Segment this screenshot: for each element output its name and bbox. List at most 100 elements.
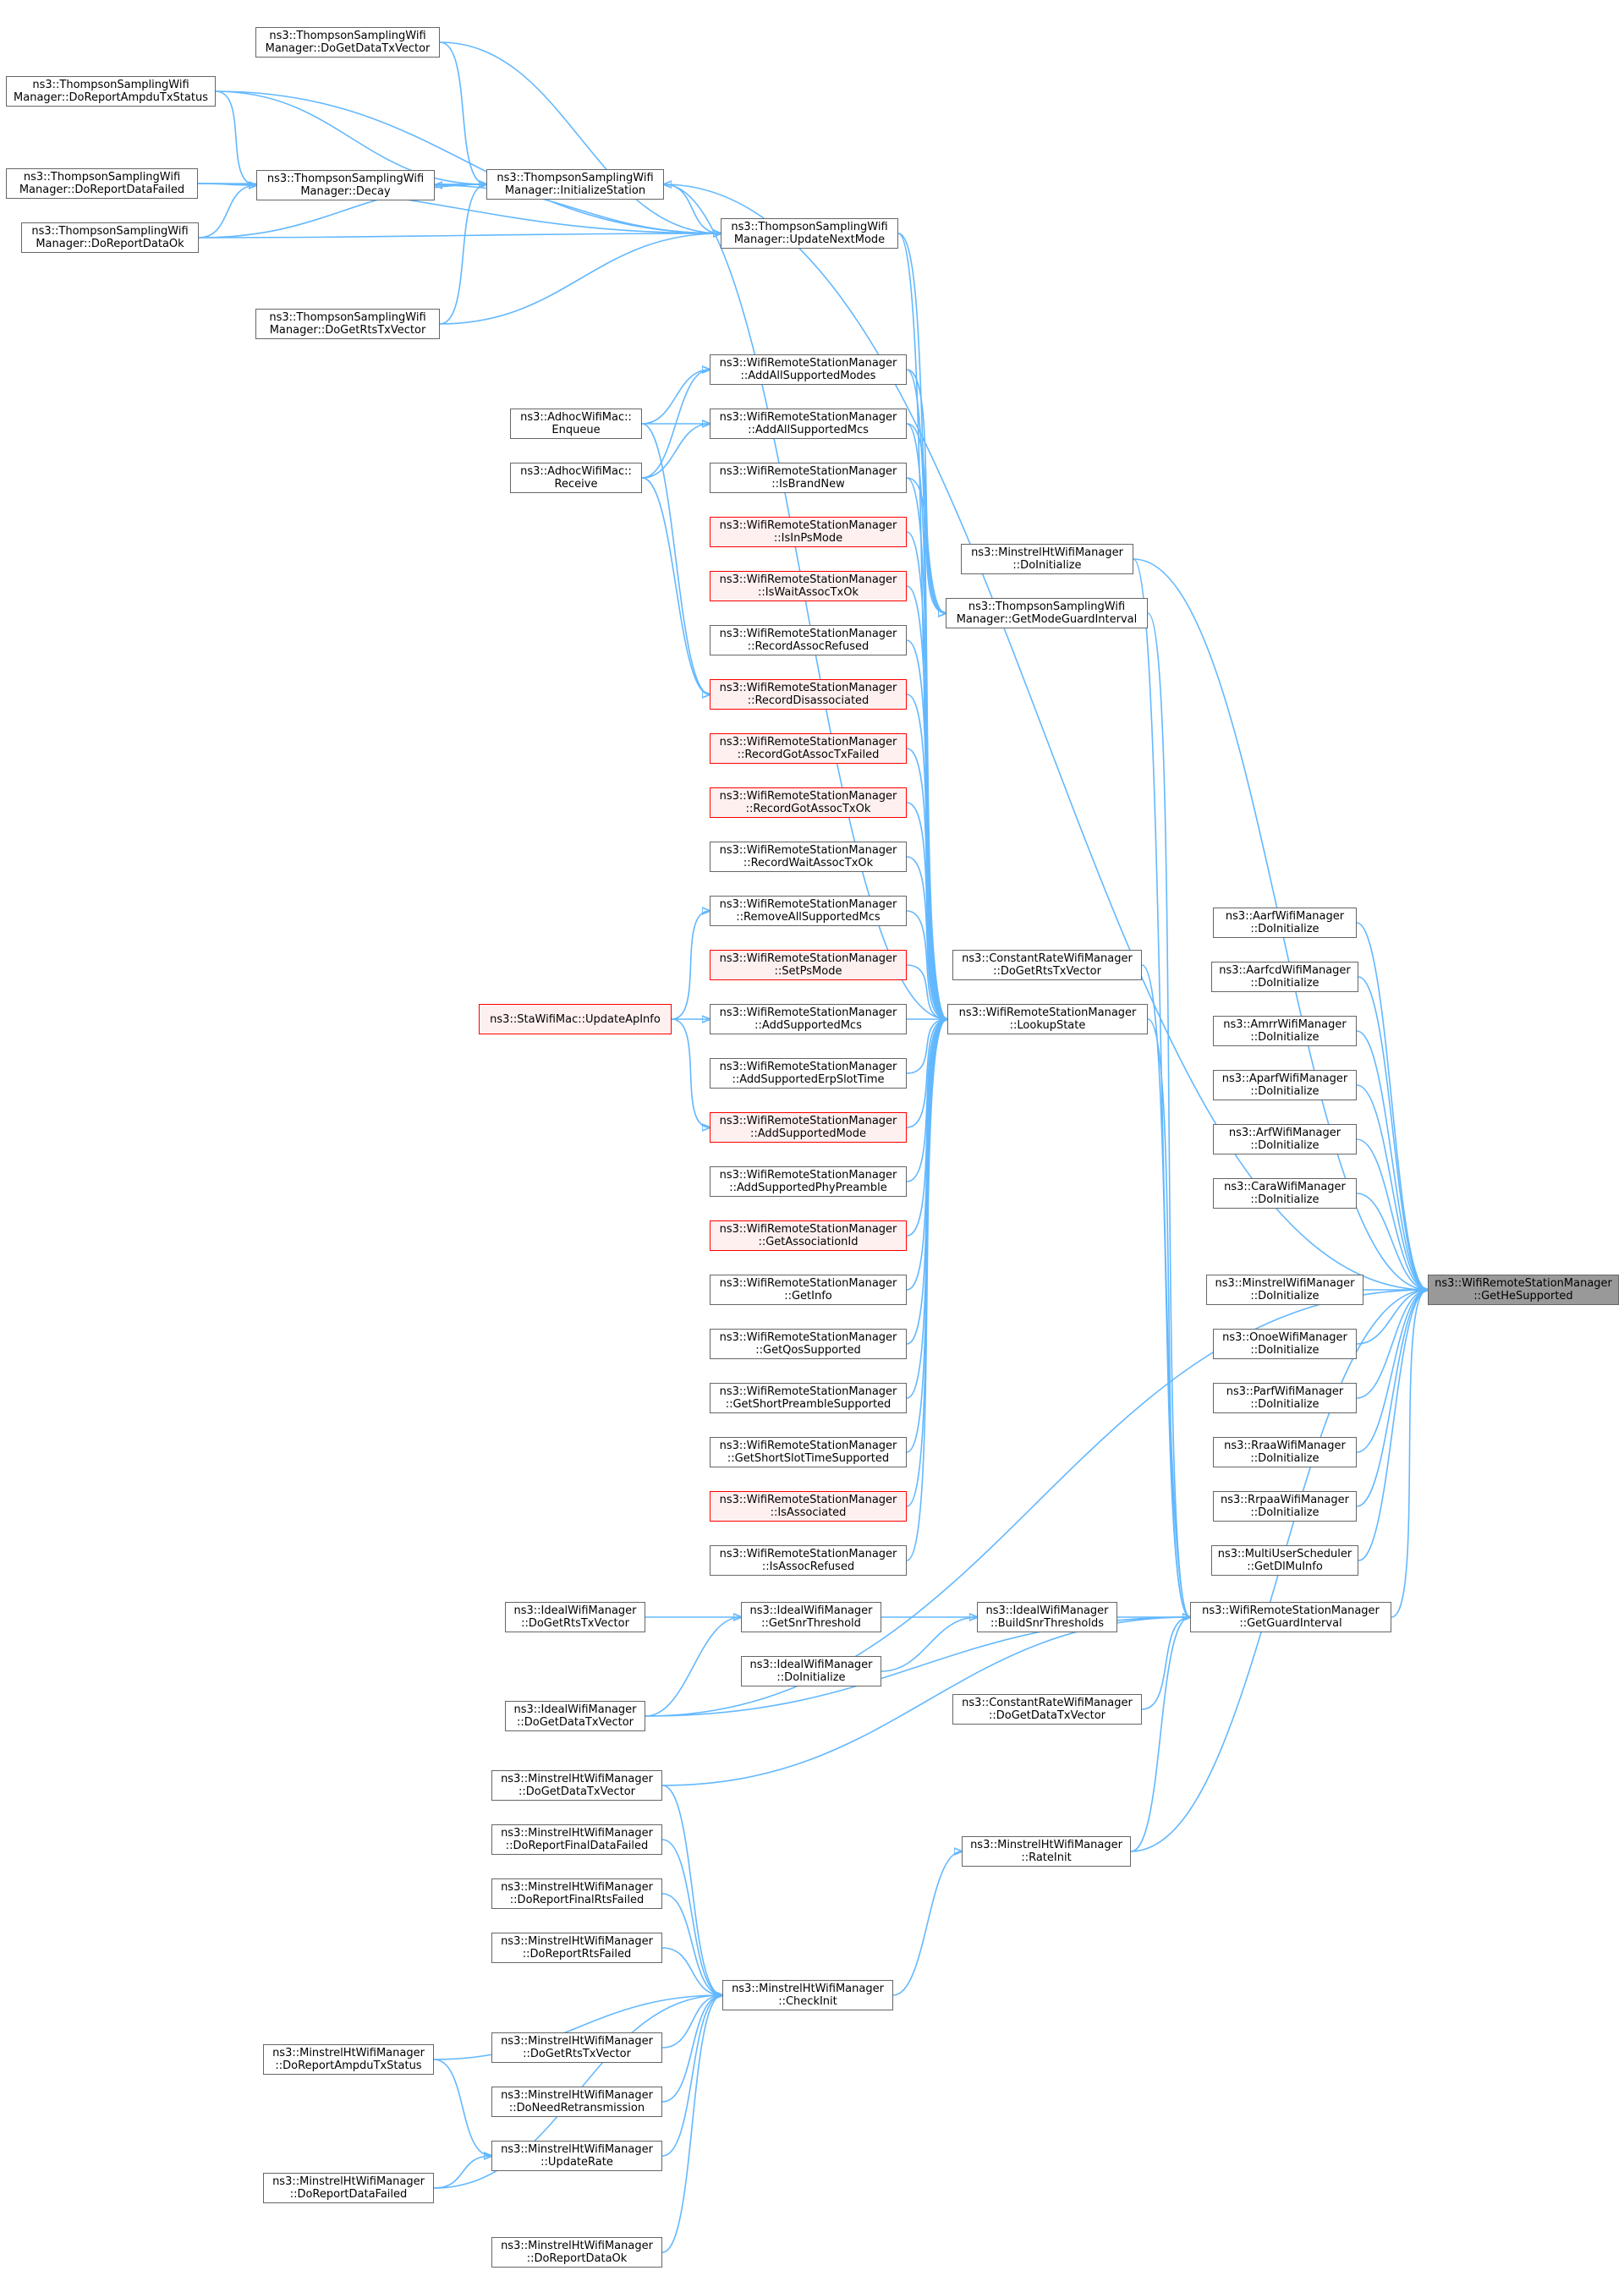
node-rrpaa-init[interactable]: ns3::RrpaaWifiManager::DoInitialize (1213, 1491, 1357, 1522)
node-label-line2: ::DoReportFinalRtsFailed (509, 1894, 645, 1906)
node-mht-ampdu[interactable]: ns3::MinstrelHtWifiManager::DoReportAmpd… (263, 2044, 434, 2075)
node-label-line1: ns3::WifiRemoteStationManager (719, 1061, 897, 1073)
edge-tsAmpdu-tsUpdate (215, 90, 721, 233)
node-ideal-build[interactable]: ns3::IdealWifiManager::BuildSnrThreshold… (977, 1602, 1117, 1632)
node-add-erp[interactable]: ns3::WifiRemoteStationManager::AddSuppor… (710, 1058, 907, 1089)
node-label-line1: ns3::MinstrelHtWifiManager (501, 2089, 653, 2102)
node-add-all-modes[interactable]: ns3::WifiRemoteStationManager::AddAllSup… (710, 354, 907, 385)
node-aarf-init[interactable]: ns3::AarfWifiManager::DoInitialize (1213, 908, 1357, 938)
node-mht-update[interactable]: ns3::MinstrelHtWifiManager::UpdateRate (491, 2141, 662, 2171)
node-label-line1: ns3::IdealWifiManager (513, 1604, 637, 1617)
node-mht-data-failed[interactable]: ns3::MinstrelHtWifiManager::DoReportData… (263, 2173, 434, 2203)
node-is-wait[interactable]: ns3::WifiRemoteStationManager::IsWaitAss… (710, 571, 907, 601)
node-label-line1: ns3::AdhocWifiMac:: (520, 411, 632, 424)
node-get-assoc-id[interactable]: ns3::WifiRemoteStationManager::GetAssoci… (710, 1220, 907, 1251)
node-label-line1: ns3::ConstantRateWifiManager (962, 1697, 1133, 1709)
node-add-mode[interactable]: ns3::WifiRemoteStationManager::AddSuppor… (710, 1112, 907, 1143)
node-label-line2: ::DoGetDataTxVector (517, 1716, 634, 1729)
node-mht-data[interactable]: ns3::MinstrelHtWifiManager::DoGetDataTxV… (491, 1770, 662, 1801)
node-label-line2: ::GetSnrThreshold (761, 1617, 861, 1630)
node-mht-check[interactable]: ns3::MinstrelHtWifiManager::CheckInit (722, 1980, 893, 2010)
node-mu-dl[interactable]: ns3::MultiUserScheduler::GetDlMuInfo (1211, 1545, 1358, 1576)
node-get-short-slot[interactable]: ns3::WifiRemoteStationManager::GetShortS… (710, 1437, 907, 1467)
node-ideal-rts[interactable]: ns3::IdealWifiManager::DoGetRtsTxVector (505, 1602, 645, 1632)
node-mht-data-ok[interactable]: ns3::MinstrelHtWifiManager::DoReportData… (491, 2237, 662, 2268)
node-mht-rts-failed[interactable]: ns3::MinstrelHtWifiManager::DoReportRtsF… (491, 1933, 662, 1963)
node-arf-init[interactable]: ns3::ArfWifiManager::DoInitialize (1213, 1124, 1357, 1154)
node-label-line2: Manager::UpdateNextMode (733, 233, 886, 246)
node-ideal-init[interactable]: ns3::IdealWifiManager::DoInitialize (741, 1656, 881, 1686)
node-mht-rts[interactable]: ns3::MinstrelHtWifiManager::DoGetRtsTxVe… (491, 2032, 662, 2063)
node-cr-rts[interactable]: ns3::ConstantRateWifiManager::DoGetRtsTx… (952, 950, 1142, 980)
node-rec-failed[interactable]: ns3::WifiRemoteStationManager::RecordGot… (710, 733, 907, 764)
node-label-line2: ::IsInPsMode (773, 532, 843, 545)
node-label-line1: ns3::ThompsonSamplingWifi (269, 311, 426, 324)
node-minstrel-init[interactable]: ns3::MinstrelWifiManager::DoInitialize (1206, 1275, 1363, 1305)
node-label-line1: ns3::WifiRemoteStationManager (719, 1494, 897, 1506)
node-amrr-init[interactable]: ns3::AmrrWifiManager::DoInitialize (1213, 1016, 1357, 1046)
node-rec-refused[interactable]: ns3::WifiRemoteStationManager::RecordAss… (710, 625, 907, 655)
node-add-phy[interactable]: ns3::WifiRemoteStationManager::AddSuppor… (710, 1166, 907, 1197)
node-is-in-ps[interactable]: ns3::WifiRemoteStationManager::IsInPsMod… (710, 517, 907, 547)
node-rec-wait[interactable]: ns3::WifiRemoteStationManager::RecordWai… (710, 842, 907, 872)
node-mht-init[interactable]: ns3::MinstrelHtWifiManager::DoInitialize (961, 544, 1133, 574)
node-mht-retrans[interactable]: ns3::MinstrelHtWifiManager::DoNeedRetran… (491, 2087, 662, 2117)
node-add-all-mcs[interactable]: ns3::WifiRemoteStationManager::AddAllSup… (710, 409, 907, 439)
node-ad-enqueue[interactable]: ns3::AdhocWifiMac::Enqueue (510, 409, 642, 439)
node-label-line2: ::BuildSnrThresholds (990, 1617, 1105, 1630)
node-add-mcs[interactable]: ns3::WifiRemoteStationManager::AddSuppor… (710, 1004, 907, 1034)
edge-mhtRts-mhtCheck (661, 1995, 722, 2048)
node-get-qos[interactable]: ns3::WifiRemoteStationManager::GetQosSup… (710, 1329, 907, 1359)
node-rec-ok[interactable]: ns3::WifiRemoteStationManager::RecordGot… (710, 787, 907, 818)
node-get-guard[interactable]: ns3::WifiRemoteStationManager::GetGuardI… (1190, 1602, 1391, 1632)
node-mht-rate-init[interactable]: ns3::MinstrelHtWifiManager::RateInit (962, 1836, 1131, 1867)
node-label-line2: ::DoInitialize (1250, 1506, 1320, 1519)
edge-tsInit-lookup (663, 184, 947, 1019)
node-rraa-init[interactable]: ns3::RraaWifiManager::DoInitialize (1213, 1437, 1357, 1467)
node-is-assoc[interactable]: ns3::WifiRemoteStationManager::IsAssocia… (710, 1491, 907, 1522)
node-label-line2: ::DoInitialize (776, 1671, 846, 1684)
node-cr-data[interactable]: ns3::ConstantRateWifiManager::DoGetDataT… (952, 1694, 1142, 1725)
node-aarfcd-init[interactable]: ns3::AarfcdWifiManager::DoInitialize (1211, 962, 1358, 992)
node-root[interactable]: ns3::WifiRemoteStationManager::GetHeSupp… (1428, 1275, 1619, 1305)
node-rec-disassoc[interactable]: ns3::WifiRemoteStationManager::RecordDis… (710, 679, 907, 710)
node-is-assoc-ref[interactable]: ns3::WifiRemoteStationManager::IsAssocRe… (710, 1545, 907, 1576)
node-label-line2: Manager::InitializeStation (504, 184, 646, 197)
node-is-brand-new[interactable]: ns3::WifiRemoteStationManager::IsBrandNe… (710, 463, 907, 493)
edge-removeAll-lookup (906, 910, 947, 1019)
node-label-line1: ns3::AarfcdWifiManager (1219, 964, 1351, 977)
node-cara-init[interactable]: ns3::CaraWifiManager::DoInitialize (1213, 1178, 1357, 1209)
node-get-info[interactable]: ns3::WifiRemoteStationManager::GetInfo (710, 1275, 907, 1305)
node-parf-init[interactable]: ns3::ParfWifiManager::DoInitialize (1213, 1383, 1357, 1413)
edge-tsAmpdu-tsDecay (215, 90, 256, 185)
node-mht-final-rts[interactable]: ns3::MinstrelHtWifiManager::DoReportFina… (491, 1878, 662, 1909)
node-label-line1: ns3::IdealWifiManager (749, 1604, 873, 1617)
node-ad-receive[interactable]: ns3::AdhocWifiMac::Receive (510, 463, 642, 493)
node-label-line2: ::DoInitialize (1250, 977, 1320, 990)
edge-mhtDataFailed-mhtUpdate (433, 2156, 491, 2189)
node-label-line2: ::DoGetDataTxVector (518, 1785, 635, 1798)
node-mht-final-data[interactable]: ns3::MinstrelHtWifiManager::DoReportFina… (491, 1824, 662, 1855)
edge-mhtFinalData-mhtCheck (661, 1839, 722, 1995)
node-remove-all[interactable]: ns3::WifiRemoteStationManager::RemoveAll… (710, 896, 907, 926)
node-sta-update[interactable]: ns3::StaWifiMac::UpdateApInfo (479, 1004, 672, 1034)
node-get-short-pre[interactable]: ns3::WifiRemoteStationManager::GetShortP… (710, 1383, 907, 1413)
node-lookup[interactable]: ns3::WifiRemoteStationManager::LookupSta… (947, 1004, 1148, 1034)
node-onoe-init[interactable]: ns3::OnoeWifiManager::DoInitialize (1213, 1329, 1357, 1359)
node-aparf-init[interactable]: ns3::AparfWifiManager::DoInitialize (1213, 1070, 1357, 1100)
node-label-line1: ns3::RrpaaWifiManager (1221, 1494, 1349, 1506)
node-set-ps[interactable]: ns3::WifiRemoteStationManager::SetPsMode (710, 950, 907, 980)
node-ideal-snr[interactable]: ns3::IdealWifiManager::GetSnrThreshold (741, 1602, 881, 1632)
node-label-line1: ns3::WifiRemoteStationManager (719, 519, 897, 532)
node-label-line1: ns3::StaWifiMac::UpdateApInfo (490, 1012, 661, 1026)
node-ideal-data[interactable]: ns3::IdealWifiManager::DoGetDataTxVector (505, 1701, 645, 1731)
